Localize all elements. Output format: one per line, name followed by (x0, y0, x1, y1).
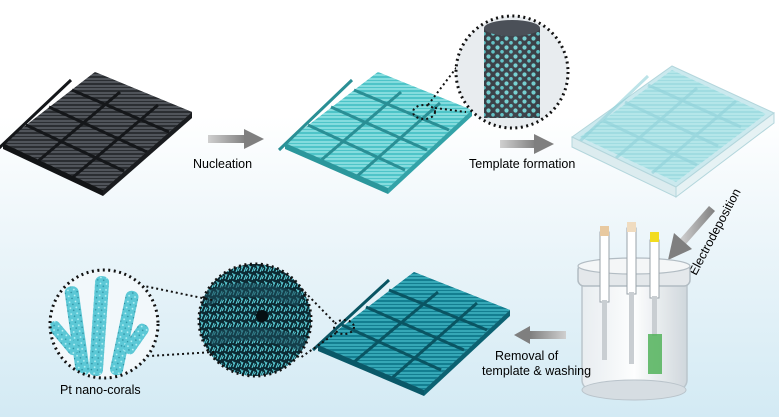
nano-coral-rod (50, 320, 80, 356)
template-cloth (571, 65, 775, 199)
arrow-nucleation (208, 129, 264, 149)
arrow-removal (514, 326, 566, 344)
carbon-cloth (0, 72, 192, 196)
nano-coral-rod (64, 286, 90, 376)
nano-coral-rod (88, 276, 110, 376)
electrode-left (599, 226, 610, 360)
zoom-nano-corals (48, 268, 215, 380)
zoom-coral-surface (197, 262, 355, 378)
electrode-middle (626, 222, 637, 364)
arrow-template-formation (500, 134, 554, 154)
electrode-right (648, 232, 662, 374)
label-removal-line2: template & washing (482, 364, 591, 378)
seeded-cloth (277, 72, 472, 194)
zoom-nucleation-detail (412, 14, 570, 130)
arrow-electrodeposition (668, 206, 715, 260)
label-nucleation: Nucleation (193, 157, 252, 171)
final-cloth (311, 272, 510, 396)
electrochemical-cell (577, 222, 691, 401)
label-removal-line1: Removal of (495, 349, 559, 363)
nano-coral-rod (110, 290, 139, 376)
label-template-formation: Template formation (469, 157, 575, 171)
label-pt-nano-corals: Pt nano-corals (60, 383, 141, 397)
nano-coral-rod (123, 323, 149, 355)
